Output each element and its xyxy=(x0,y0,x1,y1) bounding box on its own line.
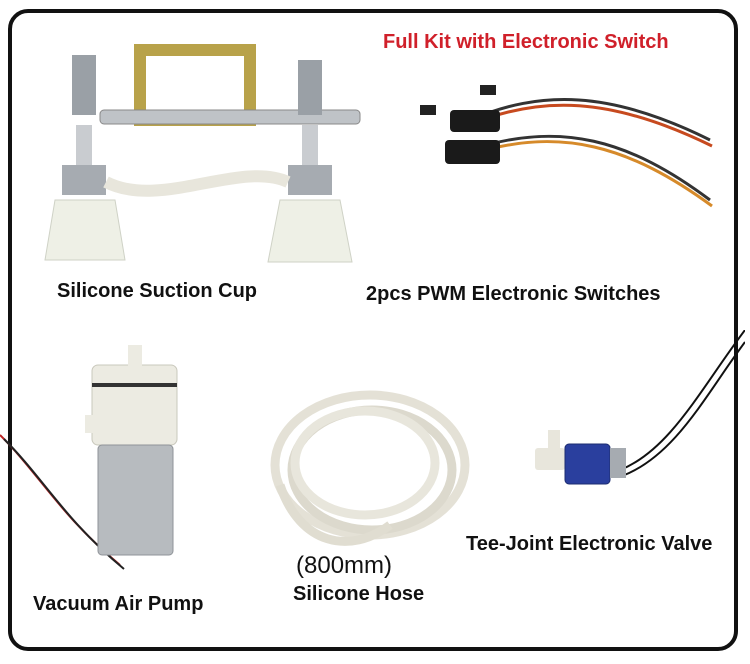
pump-image xyxy=(0,345,178,570)
valve-label: Tee-Joint Electronic Valve xyxy=(466,533,713,555)
suction-cup-image xyxy=(44,44,361,263)
suction-cup-label: Silicone Suction Cup xyxy=(57,280,258,302)
hose-image xyxy=(270,390,470,546)
hose-label: Silicone Hose xyxy=(293,583,425,605)
hose-length-label: (800mm) xyxy=(296,552,393,579)
kit-title: Full Kit with Electronic Switch xyxy=(383,31,669,53)
valve-image xyxy=(535,330,745,485)
switches-image xyxy=(420,85,713,208)
kit-frame xyxy=(8,9,738,651)
switches-label: 2pcs PWM Electronic Switches xyxy=(366,283,661,305)
pump-label: Vacuum Air Pump xyxy=(33,593,204,615)
